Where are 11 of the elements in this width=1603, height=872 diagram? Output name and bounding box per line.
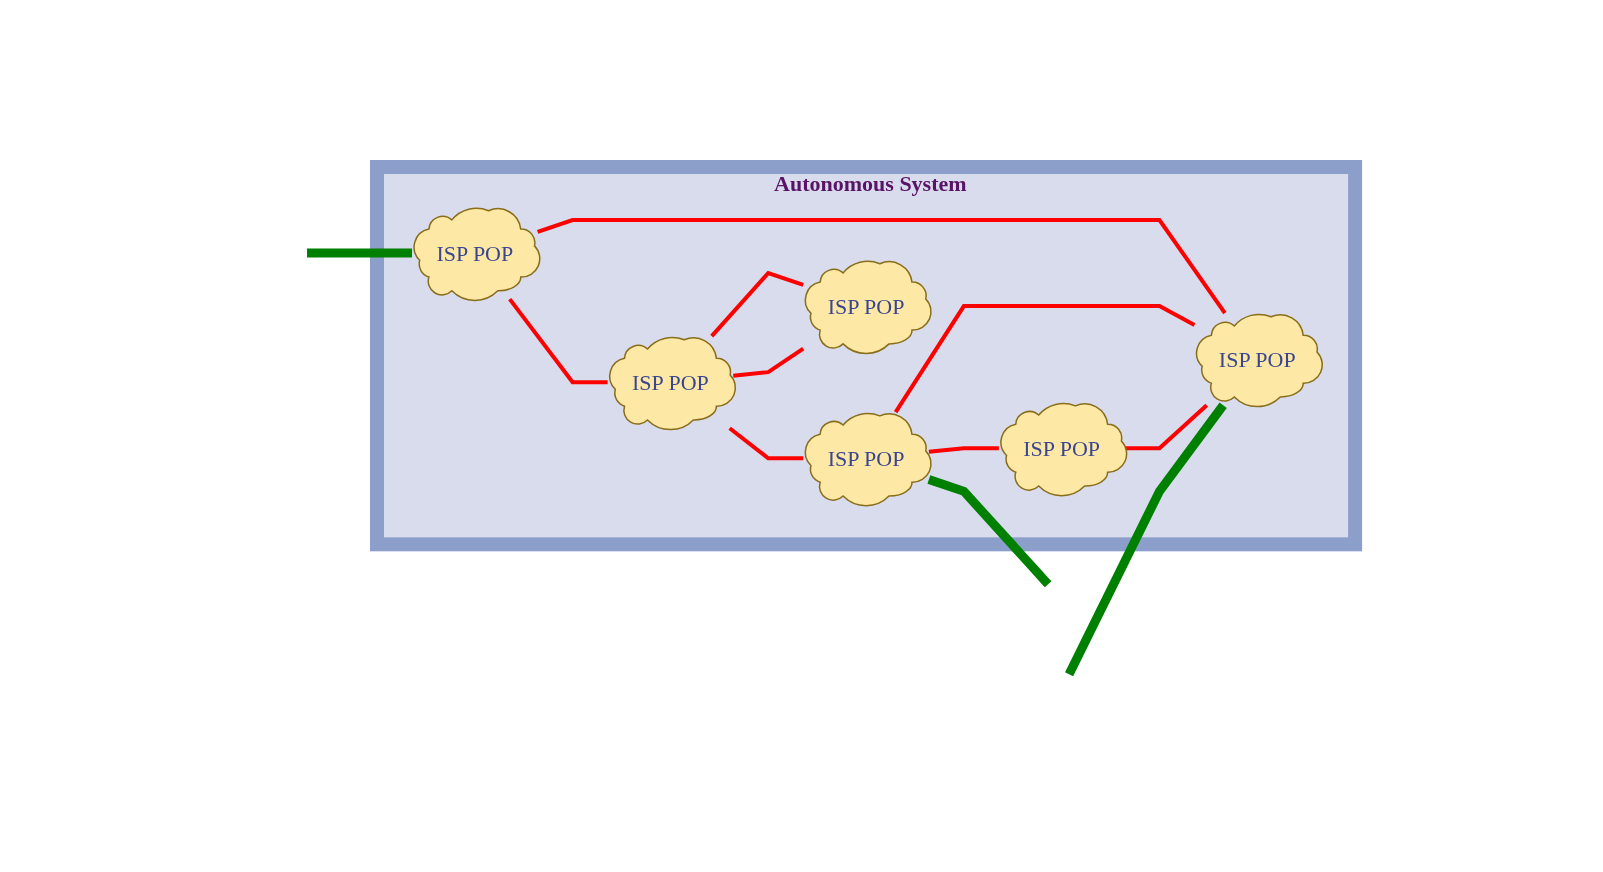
connector — [537, 218, 1227, 315]
connector — [894, 304, 1196, 414]
connector — [929, 446, 1000, 455]
connector — [733, 347, 805, 379]
connector — [307, 248, 413, 258]
connector — [728, 427, 804, 461]
connector — [1065, 402, 1228, 677]
connector — [927, 475, 1052, 588]
connector — [710, 271, 805, 338]
connector — [1124, 404, 1209, 451]
connector — [508, 298, 609, 385]
